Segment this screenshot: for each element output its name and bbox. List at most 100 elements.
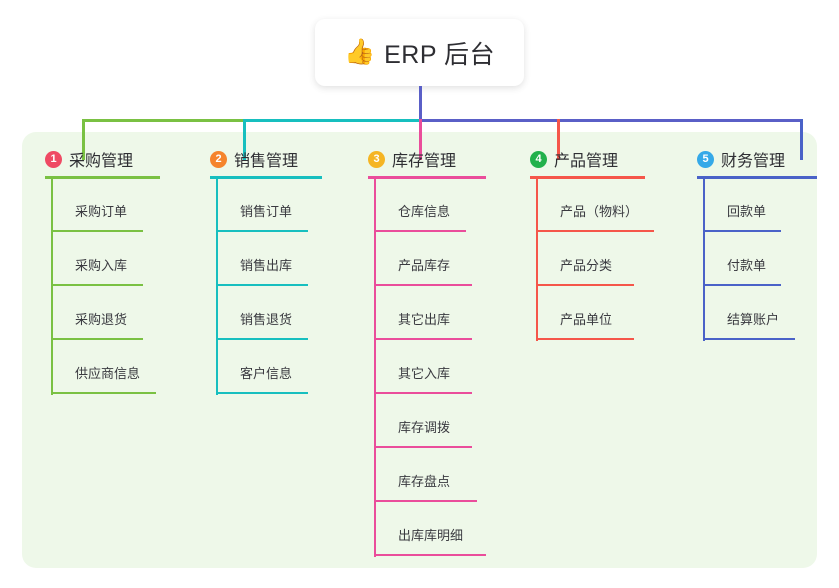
branch-item[interactable]: 其它出库 [374,287,482,341]
branch-item-rule [374,230,466,232]
branch-item-rule [51,230,143,232]
branch-item[interactable]: 出库库明细 [374,503,496,557]
branch-title: 财务管理 [721,153,786,170]
branch-item[interactable]: 其它入库 [374,341,482,395]
branch-spine [51,179,53,395]
branch-drop-2 [243,119,246,160]
branch-item-label: 库存调拨 [398,420,451,435]
branch-header-2[interactable]: 2 销售管理 [210,146,298,172]
branch-item-rule [703,338,795,340]
branch-item[interactable]: 采购入库 [51,233,153,287]
branch-item[interactable]: 产品单位 [536,287,644,341]
branch-item-label: 回款单 [727,204,767,219]
branch-drop-5 [800,119,803,160]
root-node[interactable]: 👍 ERP 后台 [315,19,524,86]
root-title: ERP 后台 [384,40,496,69]
branch-item[interactable]: 客户信息 [216,341,318,395]
branch-column-4: 4 产品管理产品（物料） 产品分类产品单位 [530,146,654,341]
branch-item-label: 产品（物料） [560,204,639,219]
branch-header-rule [45,176,160,179]
branch-item-label: 供应商信息 [75,366,141,381]
bus-segment-2 [243,119,422,122]
branch-drop-4 [557,119,560,160]
branch-item-rule [374,392,472,394]
branch-item-label: 销售订单 [240,204,293,219]
branch-header-rule [530,176,645,179]
branch-item-label: 其它出库 [398,312,451,327]
branch-title: 销售管理 [234,153,299,170]
branch-drop-1 [82,119,85,160]
branch-item[interactable]: 库存盘点 [374,449,487,503]
branch-header-1[interactable]: 1 采购管理 [45,146,133,172]
branch-item-label: 结算账户 [727,312,780,327]
branch-header-4[interactable]: 4 产品管理 [530,146,618,172]
branch-item[interactable]: 销售退货 [216,287,318,341]
branch-item[interactable]: 产品（物料） [536,179,664,233]
branch-item-rule [51,392,156,394]
branch-number-badge: 1 [45,150,62,168]
branch-item-rule [216,284,308,286]
branch-item-rule [216,338,308,340]
branch-number-badge: 3 [368,150,385,168]
branch-title: 产品管理 [554,153,619,170]
branch-item[interactable]: 销售订单 [216,179,318,233]
branch-item-rule [374,446,472,448]
branch-header-rule [210,176,322,179]
branch-spine [536,179,538,341]
branch-item-label: 采购入库 [75,258,128,273]
root-stem [419,86,422,122]
branch-item[interactable]: 采购退货 [51,287,153,341]
branch-item[interactable]: 产品库存 [374,233,482,287]
branch-item-rule [51,284,143,286]
branch-item[interactable]: 库存调拨 [374,395,482,449]
branch-item-rule [703,284,781,286]
branch-item-label: 采购订单 [75,204,128,219]
branch-item-rule [536,230,654,232]
branch-item[interactable]: 回款单 [703,179,791,233]
branch-item-label: 库存盘点 [398,474,451,489]
branch-item[interactable]: 产品分类 [536,233,644,287]
branch-item-rule [536,338,634,340]
branch-item-label: 采购退货 [75,312,128,327]
branch-item-rule [536,284,634,286]
thumbs-up-icon: 👍 [343,38,376,66]
branch-column-1: 1 采购管理采购订单采购入库采购退货供应商信息 [45,146,160,395]
branch-item-label: 产品库存 [398,258,451,273]
branch-item-label: 客户信息 [240,366,293,381]
branch-item-label: 仓库信息 [398,204,451,219]
branch-item[interactable]: 结算账户 [703,287,805,341]
branch-item-label: 销售出库 [240,258,293,273]
branch-item-label: 付款单 [727,258,767,273]
branch-item[interactable]: 仓库信息 [374,179,476,233]
branch-item-label: 产品分类 [560,258,613,273]
branch-drop-3 [419,119,422,160]
branch-header-rule [368,176,486,179]
branch-item-label: 销售退货 [240,312,293,327]
branch-header-rule [697,176,817,179]
branch-title: 采购管理 [69,153,134,170]
branch-item[interactable]: 采购订单 [51,179,153,233]
branch-item-label: 其它入库 [398,366,451,381]
branch-spine [374,179,376,557]
branch-item-rule [703,230,781,232]
branch-item-rule [216,392,308,394]
branch-item[interactable]: 销售出库 [216,233,318,287]
branch-item-rule [51,338,143,340]
branch-item-label: 出库库明细 [398,528,464,543]
branch-item-rule [216,230,308,232]
bus-segment-3 [419,119,803,122]
bus-segment-1 [82,119,246,122]
branch-number-badge: 4 [530,150,547,168]
branches-panel [22,132,817,568]
branch-item-rule [374,338,472,340]
branch-item[interactable]: 供应商信息 [51,341,166,395]
branch-item-rule [374,284,472,286]
branch-number-badge: 2 [210,150,227,168]
branch-item[interactable]: 付款单 [703,233,791,287]
branch-item-rule [374,500,477,502]
